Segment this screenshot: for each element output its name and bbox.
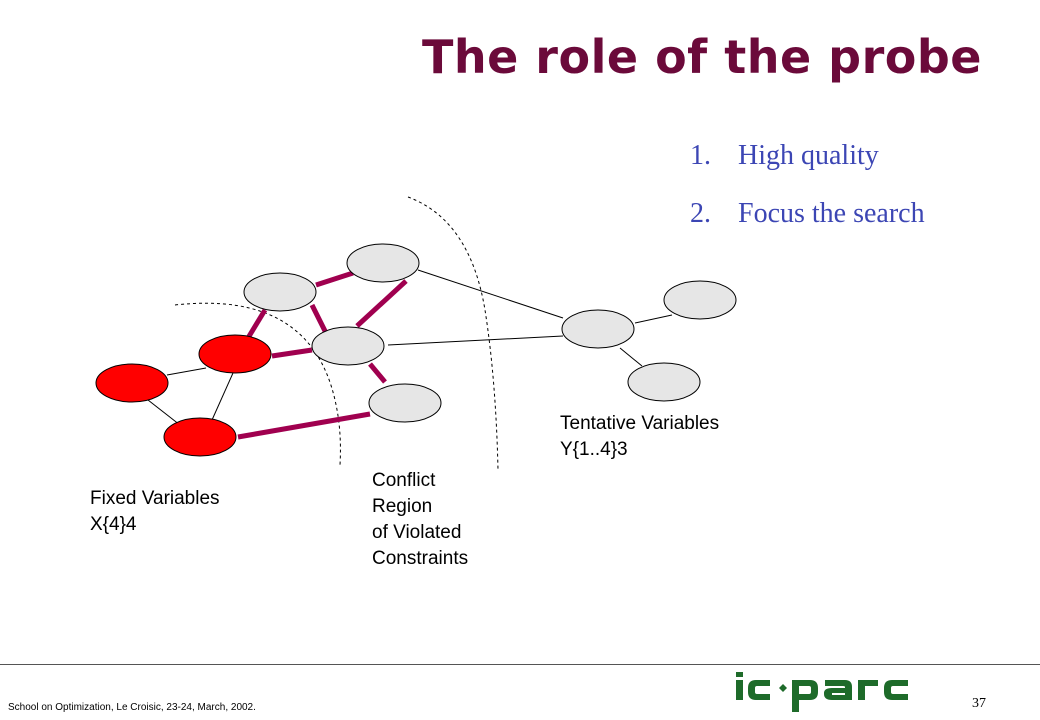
edge <box>211 372 234 421</box>
constraint-graph <box>95 196 737 471</box>
variable-node <box>368 383 442 423</box>
violated-edge <box>271 347 313 359</box>
label-line: Y{1..4}3 <box>560 439 628 460</box>
fixed-node <box>95 363 169 403</box>
list-text: High quality <box>738 140 879 171</box>
label-line: Tentative Variables <box>560 413 720 434</box>
list-item: 2. Focus the search <box>690 198 925 256</box>
violated-edge <box>315 270 354 288</box>
edge <box>417 269 564 319</box>
tentative-node <box>627 362 701 402</box>
fixed-node <box>198 334 272 374</box>
bullet-list: 1. High quality 2. Focus the search <box>690 140 925 256</box>
label-line: Region <box>372 496 433 517</box>
tentative-variables-label: Tentative Variables Y{1..4}3 <box>560 411 719 463</box>
variable-node <box>346 243 420 283</box>
conflict-region-boundary <box>407 196 499 471</box>
edge <box>166 367 207 376</box>
footer-divider <box>0 664 1040 665</box>
slide-title: The role of the probe <box>421 30 982 84</box>
ic-parc-logo <box>736 672 908 712</box>
violated-edge <box>309 303 329 335</box>
label-line: Constraints <box>372 548 469 569</box>
edge <box>147 399 181 426</box>
page-number: 37 <box>972 696 986 711</box>
label-line: Fixed Variables <box>90 488 220 509</box>
fixed-node <box>163 417 237 457</box>
list-text: Focus the search <box>738 198 925 229</box>
conflict-region-label: Conflict Region of Violated Constraints <box>372 468 468 572</box>
label-line: of Violated <box>372 522 462 543</box>
label-line: Conflict <box>372 470 436 491</box>
edge <box>387 335 564 346</box>
list-number: 1. <box>690 140 711 171</box>
variable-node <box>243 272 317 312</box>
tentative-node <box>561 309 635 349</box>
fixed-region-boundary <box>174 302 341 466</box>
label-line: X{4}4 <box>90 514 137 535</box>
violated-edge <box>245 308 268 340</box>
fixed-variables-label: Fixed Variables X{4}4 <box>90 486 220 538</box>
footer-text: School on Optimization, Le Croisic, 23-2… <box>8 702 256 713</box>
violated-edge <box>368 362 387 384</box>
tentative-node <box>663 280 737 320</box>
variable-node <box>311 326 385 366</box>
edge <box>619 347 643 367</box>
violated-edge <box>237 411 371 440</box>
list-number: 2. <box>690 198 711 229</box>
violated-edge <box>355 279 408 328</box>
edge <box>634 314 673 324</box>
list-item: 1. High quality <box>690 140 925 198</box>
